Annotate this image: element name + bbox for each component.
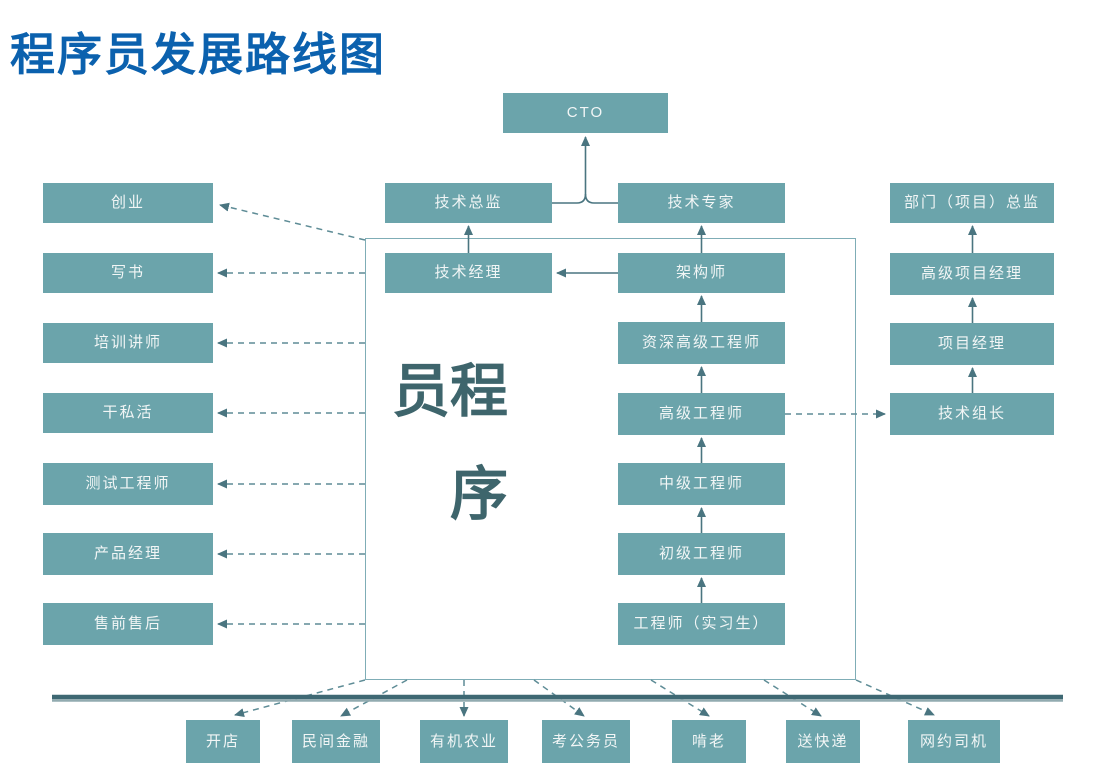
node-dept-director: 部门（项目）总监 [890,183,1054,223]
node-tech-expert: 技术专家 [618,183,785,223]
edge-merge-to-cto [552,136,590,204]
node-trainer: 培训讲师 [43,323,213,363]
node-organic-farming: 有机农业 [420,720,508,763]
edge-to-ride-hailing [855,679,935,716]
node-pm: 项目经理 [890,323,1054,365]
node-tech-manager: 技术经理 [385,253,552,293]
node-senior-pm: 高级项目经理 [890,253,1054,295]
node-startup: 创业 [43,183,213,223]
node-test-engineer: 测试工程师 [43,463,213,505]
baseline [52,694,1063,702]
edge-to-courier [763,679,822,717]
node-cto: CTO [503,93,668,133]
edge-to-civil-service [533,679,585,717]
node-presales: 售前售后 [43,603,213,645]
edge-expert-merge [584,193,618,204]
node-staff-senior-engineer: 资深高级工程师 [618,322,785,364]
node-freelance: 干私活 [43,393,213,433]
programmer-container-box [365,238,856,680]
programmer-center-label: 程序员 [383,360,506,566]
node-live-off-parents: 啃老 [672,720,746,763]
node-intern-engineer: 工程师（实习生） [618,603,785,645]
node-civil-service: 考公务员 [542,720,630,763]
node-architect: 架构师 [618,253,785,293]
edge-to-open-shop [234,679,366,718]
node-ride-hailing: 网约司机 [908,720,1000,763]
node-private-finance: 民间金融 [292,720,380,763]
node-tech-lead: 技术组长 [890,393,1054,435]
node-product-manager: 产品经理 [43,533,213,575]
edge-to-live-off-parents [650,679,710,717]
node-junior-engineer: 初级工程师 [618,533,785,575]
node-senior-engineer: 高级工程师 [618,393,785,435]
node-courier: 送快递 [786,720,860,763]
edge-to-startup [219,202,366,241]
edge-to-private-finance [340,679,408,717]
node-tech-director: 技术总监 [385,183,552,223]
node-mid-engineer: 中级工程师 [618,463,785,505]
node-open-shop: 开店 [186,720,260,763]
page-title: 程序员发展路线图 [10,29,387,80]
node-write-books: 写书 [43,253,213,293]
